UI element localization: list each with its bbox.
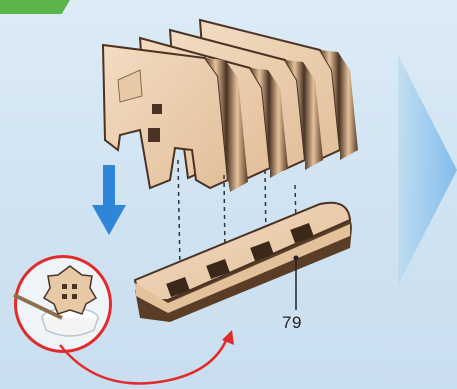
part-number-label: 79 — [282, 313, 302, 333]
